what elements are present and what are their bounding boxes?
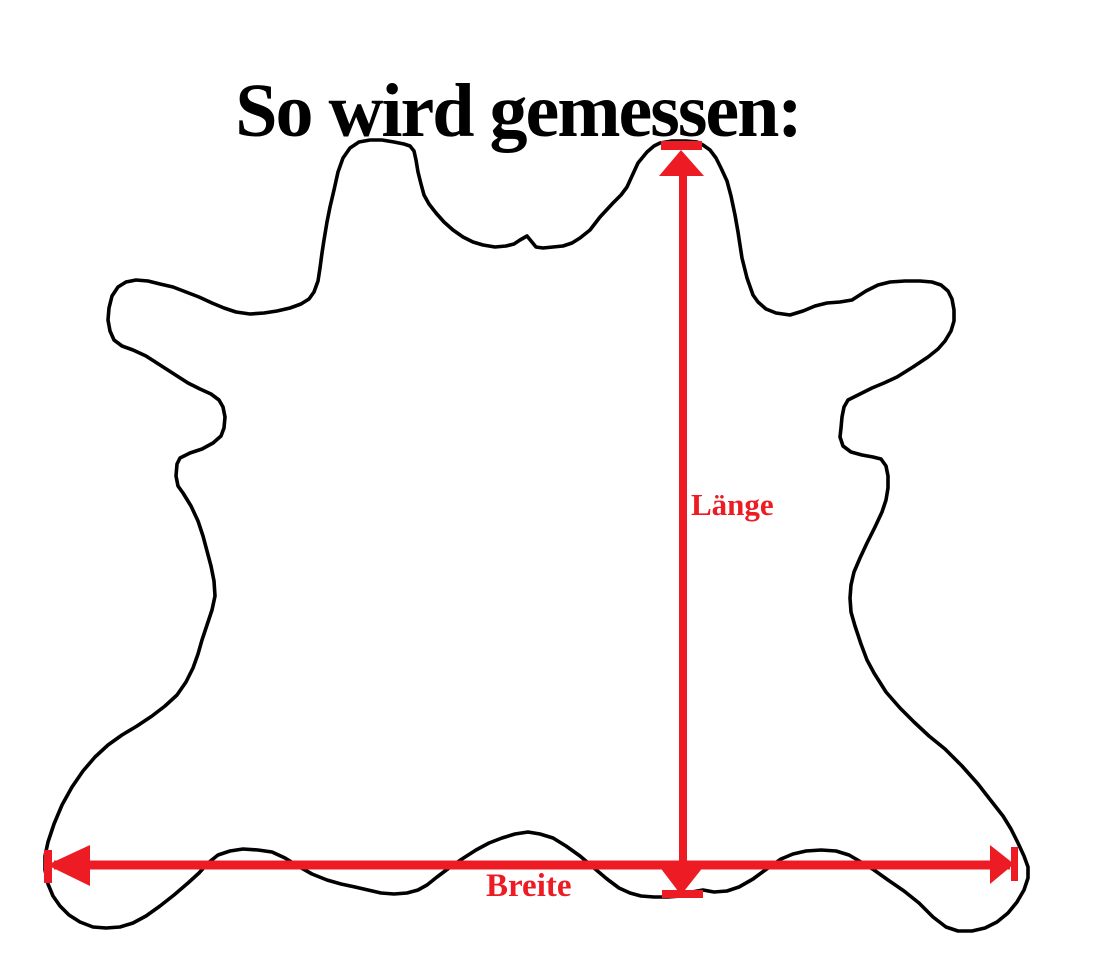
width-arrow-right-cap bbox=[1011, 847, 1018, 881]
length-arrow-bottom-cap bbox=[662, 890, 703, 898]
width-arrow-right-head bbox=[990, 845, 1014, 884]
width-label: Breite bbox=[486, 868, 572, 904]
length-label: Länge bbox=[691, 487, 774, 522]
width-arrow-left-cap bbox=[44, 850, 52, 883]
length-arrow bbox=[659, 141, 704, 898]
length-arrow-down-head bbox=[659, 866, 704, 895]
cowhide-outline bbox=[43, 138, 1030, 933]
page-title: So wird gemessen: bbox=[235, 68, 803, 153]
width-arrow bbox=[44, 845, 1018, 886]
length-arrow-up-head bbox=[659, 150, 704, 176]
width-arrow-left-head bbox=[47, 845, 90, 886]
length-arrow-top-cap bbox=[661, 141, 702, 150]
